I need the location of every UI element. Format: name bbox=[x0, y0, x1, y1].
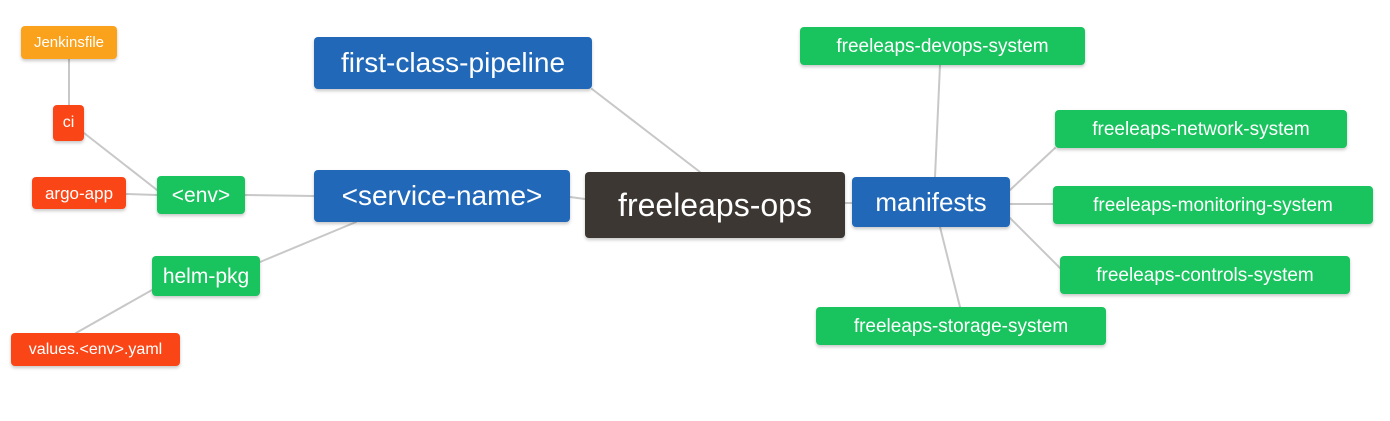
edge-argo-app-to-env bbox=[125, 193, 158, 196]
edge-env-to-service-name bbox=[244, 194, 315, 197]
mindmap-node-devops-system[interactable]: freeleaps-devops-system bbox=[800, 27, 1085, 65]
mindmap-node-ci[interactable]: ci bbox=[53, 105, 84, 141]
edge-ci-to-env bbox=[83, 132, 158, 191]
edge-first-class-pipeline-to-freeleaps-ops bbox=[591, 88, 701, 173]
mindmap-node-helm-pkg[interactable]: helm-pkg bbox=[152, 256, 260, 296]
mindmap-node-first-class-pipeline[interactable]: first-class-pipeline bbox=[314, 37, 592, 89]
mindmap-node-env[interactable]: <env> bbox=[157, 176, 245, 214]
mindmap-node-jenkinsfile[interactable]: Jenkinsfile bbox=[21, 26, 117, 59]
edge-helm-pkg-to-values-yaml bbox=[75, 289, 153, 334]
mindmap-node-values-yaml[interactable]: values.<env>.yaml bbox=[11, 333, 180, 366]
mindmap-node-network-system[interactable]: freeleaps-network-system bbox=[1055, 110, 1347, 148]
mindmap-node-monitoring-system[interactable]: freeleaps-monitoring-system bbox=[1053, 186, 1373, 224]
edge-manifests-to-network-system bbox=[1009, 147, 1056, 191]
mindmap-node-argo-app[interactable]: argo-app bbox=[32, 177, 126, 209]
edge-manifests-to-controls-system bbox=[1009, 217, 1061, 269]
mindmap-node-service-name[interactable]: <service-name> bbox=[314, 170, 570, 222]
edge-manifests-to-devops-system bbox=[934, 64, 941, 178]
edge-manifests-to-storage-system bbox=[939, 226, 961, 308]
mindmap-node-controls-system[interactable]: freeleaps-controls-system bbox=[1060, 256, 1350, 294]
mindmap-node-freeleaps-ops[interactable]: freeleaps-ops bbox=[585, 172, 845, 238]
mindmap-node-manifests[interactable]: manifests bbox=[852, 177, 1010, 227]
edge-service-name-to-helm-pkg bbox=[259, 221, 357, 263]
edge-service-name-to-freeleaps-ops bbox=[569, 196, 586, 200]
mindmap-node-storage-system[interactable]: freeleaps-storage-system bbox=[816, 307, 1106, 345]
